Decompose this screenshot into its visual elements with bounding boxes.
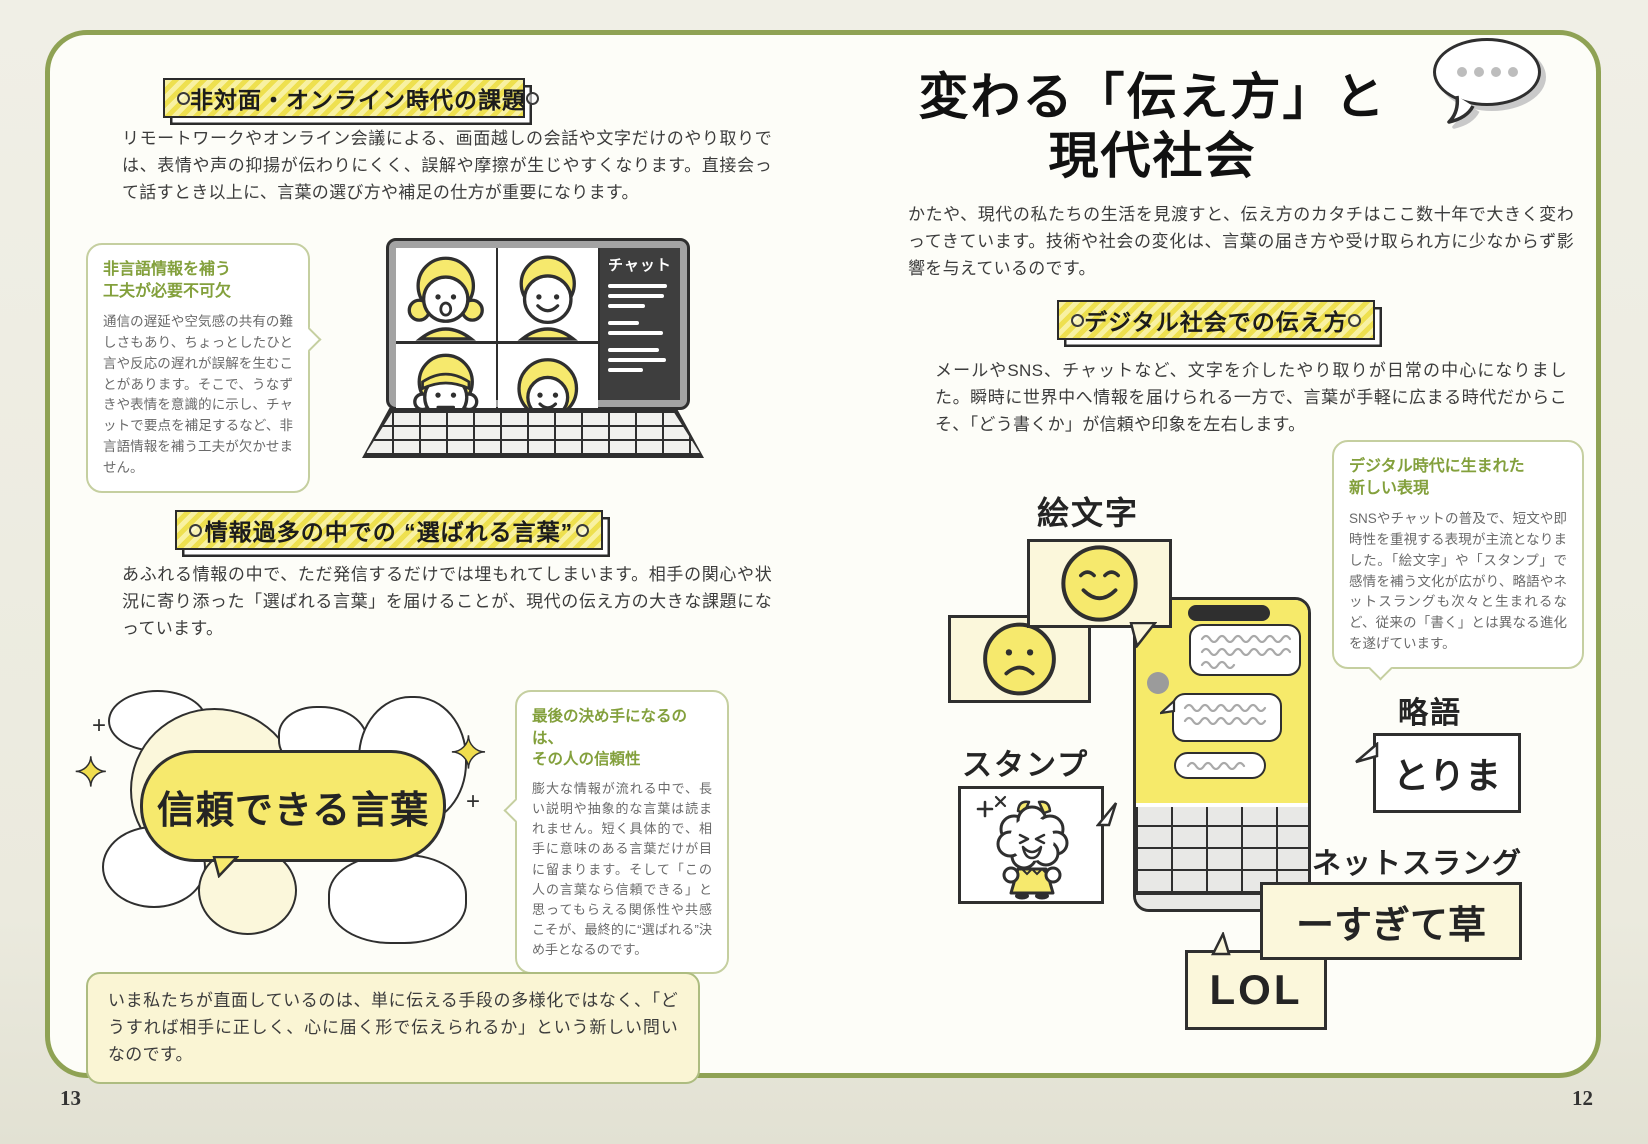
bubble-tail-icon	[212, 856, 239, 878]
trusted-words-illustration: 信頼できる言葉 + ✦ ✦ +	[70, 650, 500, 960]
section-banner-online-era-label: 非対面・オンライン時代の課題	[190, 87, 526, 113]
trusted-words-pill: 信頼できる言葉	[140, 750, 446, 878]
chat-message-bubble	[1189, 624, 1301, 676]
banner-dot-icon	[575, 523, 589, 537]
chat-message-bubble	[1160, 693, 1282, 742]
callout-nonverbal-title: 非言語情報を補う 工夫が必要不可欠	[103, 261, 232, 301]
page-number-left: 13	[60, 1086, 81, 1110]
stamp-card	[958, 786, 1118, 904]
sparkle-icon: ✦	[449, 728, 487, 779]
callout-new-expressions: デジタル時代に生まれた 新しい表現 SNSやチャットの普及で、短文や即時性を重視…	[1332, 440, 1584, 670]
lol-bubble: LOL	[1185, 932, 1327, 1030]
video-tile-face	[498, 248, 598, 342]
net-slang-label: ネットスラング	[1312, 848, 1523, 880]
phone-camera-icon	[1147, 672, 1169, 694]
laptop-keyboard	[362, 408, 704, 458]
section-banner-chosen-words-label: 情報過多の中での “選ばれる言葉”	[204, 519, 574, 545]
stamp-label: スタンプ	[962, 749, 1090, 782]
abbreviation-label: 略語	[1398, 697, 1462, 730]
bubble-tail-icon	[1355, 742, 1379, 764]
phone-keyboard	[1136, 807, 1308, 893]
conclusion-box: いま私たちが直面しているのは、単に伝える手段の多様化ではなく、「どうすれば相手に…	[86, 972, 700, 1084]
net-slang-text: ーすぎて草	[1295, 904, 1486, 947]
paragraph-digital: メールやSNS、チャットなど、文字を介したやり取りが日常の中心になりました。瞬時…	[935, 361, 1567, 434]
callout-new-expressions-body: SNSやチャットの普及で、短文や即時性を重視する表現が主流となりました。「絵文字…	[1349, 510, 1567, 652]
trusted-words-label: 信頼できる言葉	[156, 789, 430, 832]
abbreviation-bubble: とりま	[1355, 733, 1521, 813]
bubble-tail-icon	[1096, 802, 1118, 827]
chat-panel: チャット	[600, 248, 680, 400]
callout-trust-title: 最後の決め手になるのは、 その人の信頼性	[532, 708, 688, 769]
speech-bubble-icon	[328, 854, 467, 944]
paragraph-chosen-words: あふれる情報の中で、ただ発信するだけでは埋もれてしまいます。相手の関心や状況に寄…	[122, 565, 772, 638]
laptop-screen: チャット	[386, 238, 690, 438]
page-title: 変わる「伝え方」と 現代社会	[918, 69, 1387, 184]
banner-dot-icon	[1071, 313, 1084, 327]
section-banner-online-era: 非対面・オンライン時代の課題	[163, 78, 539, 118]
phone-illustration	[1133, 597, 1311, 912]
speech-bubble-icon	[1433, 38, 1543, 130]
paragraph-online-era: リモートワークやオンライン会議による、画面越しの会話や文字だけのやり取りでは、表…	[122, 129, 772, 202]
sparkle-icon: +	[466, 788, 481, 815]
laptop-illustration: チャット	[360, 232, 705, 460]
banner-dot-icon	[177, 91, 190, 105]
phone-notch	[1188, 605, 1270, 621]
section-banner-chosen-words: 情報過多の中での “選ばれる言葉”	[175, 510, 603, 550]
emoji-sad-card	[948, 615, 1091, 703]
net-slang-box: ーすぎて草	[1260, 882, 1522, 960]
banner-dot-icon	[189, 523, 202, 537]
banner-dot-icon	[1347, 313, 1361, 327]
paragraph-intro: かたや、現代の私たちの生活を見渡すと、伝え方のカタチはここ数十年で大きく変わって…	[908, 205, 1574, 278]
sparkle-icon: +	[92, 712, 107, 739]
abbreviation-text: とりま	[1392, 755, 1501, 796]
bubble-tail-icon	[1129, 622, 1157, 648]
sparkle-icon: ✦	[73, 750, 108, 796]
callout-nonverbal-body: 通信の遅延や空気感の共有の難しさもあり、ちょっとしたひと言や反応の遅れが誤解を生…	[103, 313, 293, 476]
banner-dot-icon	[526, 91, 539, 105]
emoji-happy-card	[1027, 539, 1172, 648]
callout-trust: 最後の決め手になるのは、 その人の信頼性 膨大な情報が流れる中で、長い説明や抽象…	[515, 690, 729, 975]
callout-nonverbal: 非言語情報を補う 工夫が必要不可欠 通信の遅延や空気感の共有の難しさもあり、ちょ…	[86, 243, 310, 494]
page-number-right: 12	[1572, 1086, 1593, 1110]
conclusion-text: いま私たちが直面しているのは、単に伝える手段の多様化ではなく、「どうすれば相手に…	[108, 991, 678, 1065]
emoji-label: 絵文字	[1037, 495, 1140, 531]
lol-text: LOL	[1209, 966, 1303, 1013]
callout-trust-body: 膨大な情報が流れる中で、長い説明や抽象的な言葉は読まれません。短く具体的で、相手…	[532, 781, 712, 958]
section-banner-digital: デジタル社会での伝え方	[1057, 300, 1375, 340]
video-tile-face	[396, 248, 496, 342]
chat-message-bubble	[1174, 752, 1266, 779]
bubble-tail-icon	[1210, 932, 1231, 956]
chat-panel-label: チャット	[608, 257, 672, 274]
section-banner-digital-label: デジタル社会での伝え方	[1084, 309, 1348, 335]
callout-new-expressions-title: デジタル時代に生まれた 新しい表現	[1349, 458, 1525, 498]
bubble-tail-icon	[1160, 699, 1176, 715]
